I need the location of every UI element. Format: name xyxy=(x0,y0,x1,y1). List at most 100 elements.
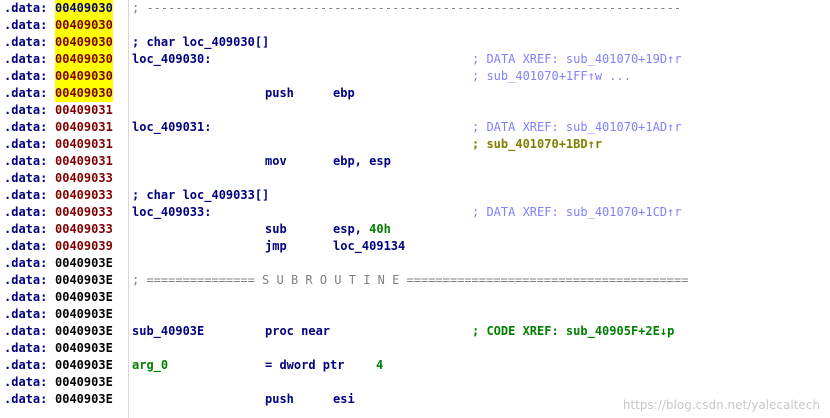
listing-line[interactable]: .data:00409030; sub_401070+1FF↑w ... xyxy=(0,68,830,85)
arrow-down-icon: ↓ xyxy=(659,324,668,338)
operand-text[interactable]: loc_409134 xyxy=(333,239,406,253)
operand-text[interactable]: esp, xyxy=(333,222,370,236)
xref-text[interactable]: ; DATA XREF: sub_401070+1CD xyxy=(472,205,668,219)
segment-prefix: .data: xyxy=(4,171,48,185)
instruction-mnemonic[interactable]: push xyxy=(265,392,294,406)
instruction-operand[interactable]: ebp xyxy=(333,85,355,102)
address[interactable]: 00409030 xyxy=(55,51,113,68)
operand-number: 4 xyxy=(376,358,384,372)
xref-text[interactable]: ; CODE XREF: sub_40905F+2E xyxy=(472,324,660,338)
instruction-mnemonic[interactable]: proc near xyxy=(265,324,331,338)
segment-prefix: .data: xyxy=(4,290,48,304)
address[interactable]: 0040903E xyxy=(55,307,113,321)
address[interactable]: 0040903E xyxy=(55,324,113,338)
xref-text[interactable]: ; DATA XREF: sub_401070+19D xyxy=(472,52,668,66)
xref-comment[interactable]: ; sub_401070+1FF↑w ... xyxy=(472,68,631,85)
code-label[interactable]: loc_409033: xyxy=(132,205,212,219)
listing-line[interactable]: .data: 00409033 xyxy=(0,170,830,187)
code-label[interactable]: loc_409031: xyxy=(132,120,212,134)
segment-prefix: .data: xyxy=(4,86,48,100)
address[interactable]: 00409033 xyxy=(55,171,113,185)
code-label[interactable]: sub_40903E xyxy=(132,324,205,338)
arrow-up-icon: ↑ xyxy=(667,205,675,219)
instruction-operand[interactable]: ebp, esp xyxy=(333,153,391,170)
address[interactable]: 00409030 xyxy=(55,68,113,85)
operand-text[interactable]: ebp, esp xyxy=(333,154,391,168)
listing-line[interactable]: .data:00409031; sub_401070+1BD↑r xyxy=(0,136,830,153)
listing-line[interactable]: .data:0040903E xyxy=(0,340,830,357)
code-label[interactable]: arg_0 xyxy=(132,358,169,372)
address[interactable]: 0040903E xyxy=(55,341,113,355)
segment-prefix: .data: xyxy=(4,52,48,66)
address[interactable]: 00409030 xyxy=(55,85,113,102)
xref-comment[interactable]: ; DATA XREF: sub_401070+1AD↑r xyxy=(472,119,682,136)
address[interactable]: 0040903E xyxy=(55,256,113,270)
address[interactable]: 0040903E xyxy=(55,273,113,287)
address[interactable]: 00409031 xyxy=(55,120,113,134)
operand-text[interactable]: esi xyxy=(333,392,355,406)
instruction-operand[interactable]: loc_409134 xyxy=(333,238,405,255)
address[interactable]: 00409030 xyxy=(55,34,113,51)
instruction-mnemonic[interactable]: = dword ptr xyxy=(265,358,345,372)
xref-text[interactable]: ; DATA XREF: sub_401070+1AD xyxy=(472,120,668,134)
listing-line[interactable]: .data:0040903E xyxy=(0,374,830,391)
listing-line[interactable]: .data: 00409031 xyxy=(0,102,830,119)
xref-comment[interactable]: ; DATA XREF: sub_401070+1CD↑r xyxy=(472,204,682,221)
address[interactable]: 00409030 xyxy=(55,17,113,34)
address[interactable]: 00409031 xyxy=(55,154,113,168)
segment-prefix: .data: xyxy=(4,1,48,15)
xref-comment[interactable]: ; sub_401070+1BD↑r xyxy=(472,136,602,153)
xref-comment[interactable]: ; DATA XREF: sub_401070+19D↑r xyxy=(472,51,682,68)
address[interactable]: 0040903E xyxy=(55,290,113,304)
address[interactable]: 00409039 xyxy=(55,239,113,253)
listing-line[interactable]: .data:00409030; char loc_409030[] xyxy=(0,34,830,51)
instruction-mnemonic[interactable]: sub xyxy=(265,222,287,236)
declaration-comment: ; char loc_409030[] xyxy=(132,35,270,49)
instruction-operand[interactable]: esp, 40h xyxy=(333,221,391,238)
xref-suffix: r xyxy=(674,205,682,219)
instruction-mnemonic[interactable]: jmp xyxy=(265,239,287,253)
code-label[interactable]: loc_409030: xyxy=(132,52,212,66)
listing-line[interactable]: .data: 00409030 xyxy=(0,17,830,34)
listing-line[interactable]: .data:0040903E; =============== S U B R … xyxy=(0,272,830,289)
xref-suffix: p xyxy=(667,324,675,338)
instruction-mnemonic[interactable]: mov xyxy=(265,154,287,168)
address[interactable]: 0040903E xyxy=(55,392,113,406)
xref-text[interactable]: ; sub_401070+1FF xyxy=(472,69,588,83)
address[interactable]: 0040903E xyxy=(55,358,113,372)
instruction-operand[interactable]: 4 xyxy=(376,357,383,374)
address[interactable]: 0040903E xyxy=(55,375,113,389)
address[interactable]: 00409031 xyxy=(55,103,113,117)
operand-text[interactable]: ebp xyxy=(333,86,355,100)
address[interactable]: 00409031 xyxy=(55,137,113,151)
listing-line[interactable]: .data: 00409030 loc_409030: ; DATA XREF: su… xyxy=(0,51,830,68)
xref-suffix: w ... xyxy=(594,69,631,83)
address[interactable]: 00409030 xyxy=(55,0,113,17)
address[interactable]: 00409033 xyxy=(55,205,113,219)
listing-line[interactable]: .data:00409033; char loc_409033[] xyxy=(0,187,830,204)
listing-line[interactable]: .data:0040903E xyxy=(0,306,830,323)
segment-prefix: .data: xyxy=(4,18,48,32)
segment-prefix: .data: xyxy=(4,103,48,117)
listing-line[interactable]: .data: 0040903E xyxy=(0,289,830,306)
listing-line[interactable]: .data:0040903E xyxy=(0,255,830,272)
instruction-mnemonic[interactable]: push xyxy=(265,86,294,100)
listing-line[interactable]: .data: 00409030 ; ------------------------… xyxy=(0,0,830,17)
xref-text[interactable]: ; sub_401070+1BD xyxy=(472,137,588,151)
instruction-operand[interactable]: esi xyxy=(333,391,355,408)
address[interactable]: 00409033 xyxy=(55,188,113,202)
xref-comment[interactable]: ; CODE XREF: sub_40905F+2E↓p xyxy=(472,323,674,340)
segment-prefix: .data: xyxy=(4,188,48,202)
separator-comment: ; --------------------------------------… xyxy=(132,1,682,15)
address[interactable]: 00409033 xyxy=(55,222,113,236)
listing-line[interactable]: .data: 00409030 push ebp xyxy=(0,85,830,102)
